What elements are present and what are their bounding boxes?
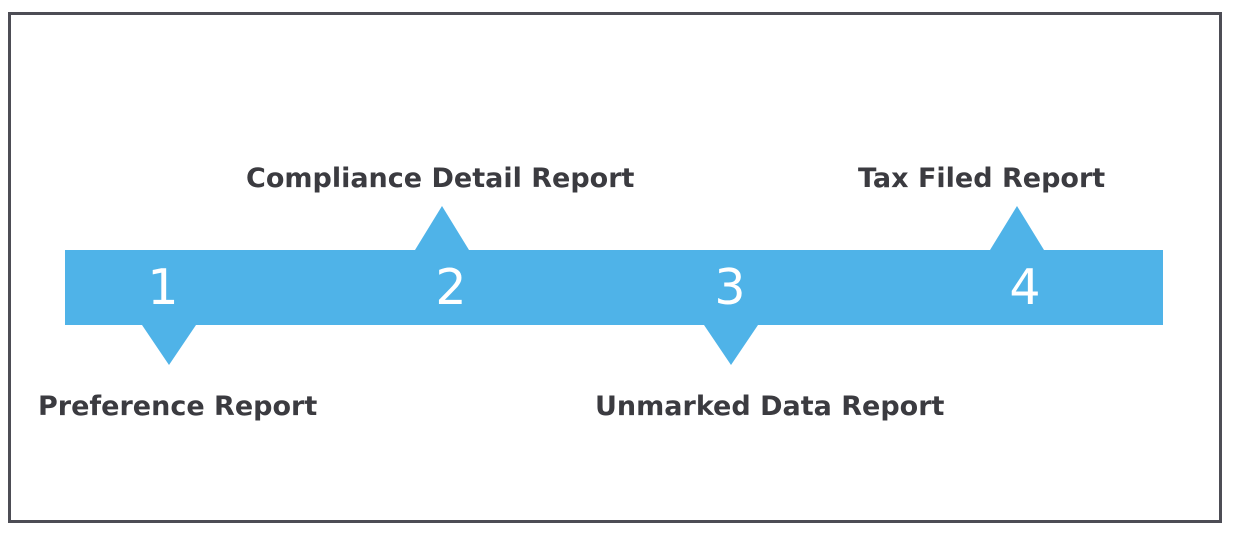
- diagram-frame: 1 Preference Report 2 Compliance Detail …: [8, 12, 1222, 523]
- step-number-2: 2: [435, 259, 467, 316]
- step-number-3: 3: [714, 259, 746, 316]
- step-label-3: Unmarked Data Report: [595, 391, 945, 422]
- pointer-up-arrow-step-2: [415, 206, 469, 250]
- step-number-4: 4: [1009, 259, 1041, 316]
- step-label-4: Tax Filed Report: [858, 163, 1106, 194]
- step-number-1: 1: [147, 259, 179, 316]
- step-label-2: Compliance Detail Report: [246, 163, 635, 194]
- pointer-up-arrow-step-4: [990, 206, 1044, 250]
- process-bar: [65, 250, 1163, 325]
- pointer-down-arrow-step-3: [704, 325, 758, 365]
- step-label-1: Preference Report: [38, 391, 318, 422]
- pointer-down-arrow-step-1: [142, 325, 196, 365]
